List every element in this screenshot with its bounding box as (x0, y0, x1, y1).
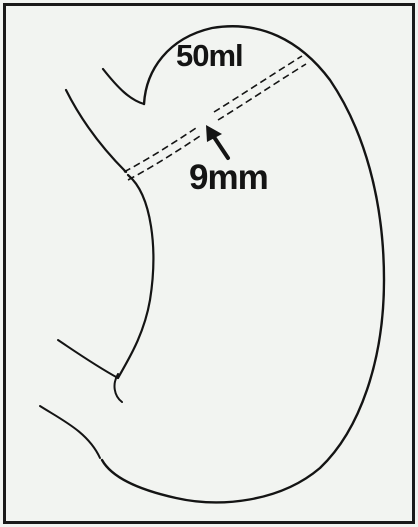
stoma-width-label: 9mm (189, 160, 268, 195)
frame-border (5, 5, 414, 523)
duodenum-upper-wall (58, 340, 118, 378)
stoma-arrow (206, 125, 228, 158)
pouch-volume-label: 50ml (176, 40, 243, 71)
staple-line-lower-segment-a (124, 128, 196, 172)
esophagus-upper-wall (103, 69, 144, 104)
stomach-lesser-curvature (118, 175, 153, 378)
stomach-greater-curvature (102, 26, 384, 502)
esophagus-lower-wall (66, 90, 126, 172)
duodenum-lower-wall (40, 406, 100, 458)
